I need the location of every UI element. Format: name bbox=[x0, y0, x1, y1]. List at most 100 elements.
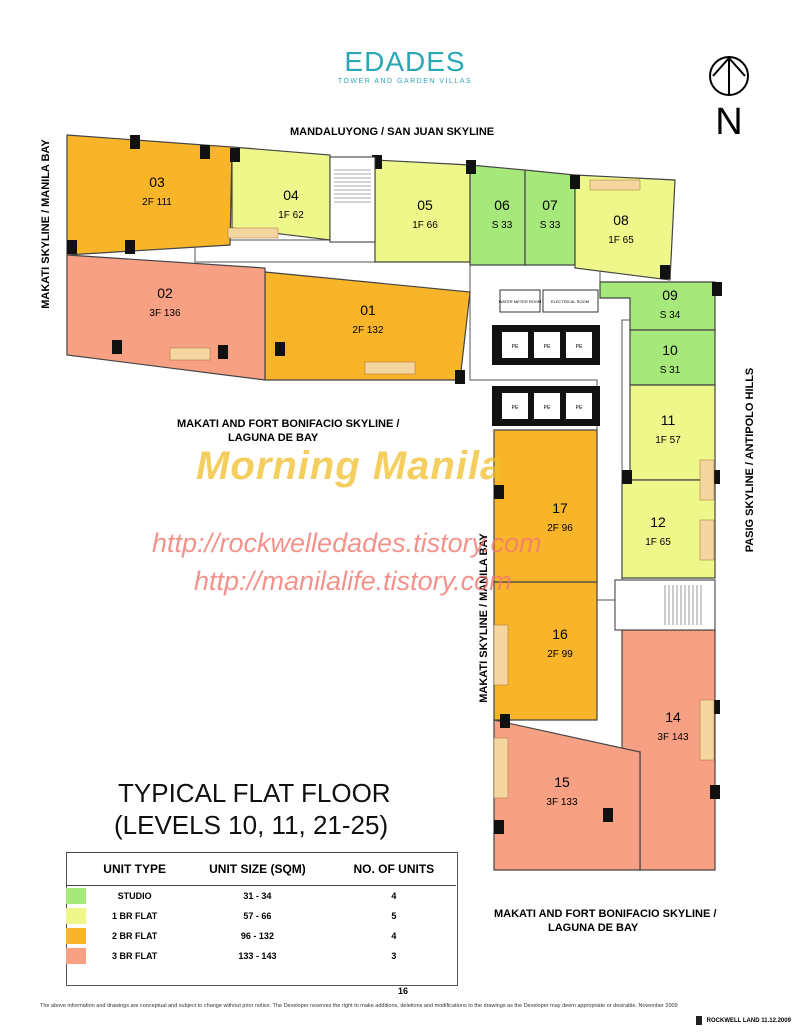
column bbox=[230, 148, 240, 162]
unit-shape bbox=[66, 134, 233, 256]
elevator-label: PE bbox=[544, 344, 551, 350]
unit-info: S 33 bbox=[492, 220, 513, 231]
column bbox=[660, 265, 670, 279]
footer-brand: ROCKWELL LAND bbox=[706, 1018, 760, 1025]
unit-number: 05 bbox=[417, 197, 433, 213]
unit-shape bbox=[469, 164, 526, 266]
water-meter-room bbox=[499, 289, 541, 313]
unit-number: 11 bbox=[661, 412, 676, 428]
unit-info: 1F 65 bbox=[645, 537, 671, 548]
elevator-label: PE bbox=[512, 344, 519, 350]
legend-swatch-3br bbox=[66, 948, 86, 964]
unit-info: S 31 bbox=[660, 365, 681, 376]
unit-shape bbox=[493, 581, 598, 721]
unit-08: 08 1F 65 bbox=[574, 174, 676, 281]
unit-info: 1F 66 bbox=[412, 220, 438, 231]
balcony bbox=[493, 737, 509, 799]
unit-number: 06 bbox=[494, 197, 510, 213]
view-label-top: MANDALUYONG / SAN JUAN SKYLINE bbox=[290, 126, 495, 138]
unit-number: 09 bbox=[662, 287, 678, 303]
floor-levels: (LEVELS 10, 11, 21-25) bbox=[114, 810, 389, 840]
legend-count: 4 bbox=[391, 931, 397, 941]
legend-header-type: UNIT TYPE bbox=[86, 852, 184, 886]
elevator-car bbox=[502, 332, 528, 358]
unit-info: 2F 132 bbox=[352, 325, 384, 336]
unit-number: 08 bbox=[613, 212, 629, 228]
view-label-bottom-line2: LAGUNA DE BAY bbox=[548, 922, 639, 934]
balcony-strip bbox=[227, 227, 279, 239]
unit-number: 12 bbox=[650, 514, 666, 530]
legend-header-count: NO. OF UNITS bbox=[331, 852, 456, 886]
elevator-bank-north: PE PE PE bbox=[492, 325, 600, 365]
elevator-label: PE bbox=[544, 405, 551, 411]
stair-frame bbox=[329, 156, 376, 243]
balcony bbox=[699, 519, 715, 561]
unit-06: 06 S 33 bbox=[469, 164, 526, 266]
stair-core-east bbox=[614, 579, 716, 631]
view-label-middle-line1: MAKATI AND FORT BONIFACIO SKYLINE / bbox=[177, 418, 400, 430]
elevator-car bbox=[566, 393, 592, 419]
column bbox=[500, 714, 510, 728]
unit-info: 1F 62 bbox=[278, 210, 304, 221]
column bbox=[622, 470, 632, 484]
legend-swatch-2br bbox=[66, 928, 86, 944]
column bbox=[372, 155, 382, 169]
unit-number: 01 bbox=[360, 302, 376, 318]
unit-info: 2F 99 bbox=[547, 649, 573, 660]
balcony bbox=[699, 699, 715, 761]
unit-info: S 33 bbox=[540, 220, 561, 231]
unit-number: 07 bbox=[542, 197, 558, 213]
unit-number: 10 bbox=[662, 342, 678, 358]
legend-total: 16 bbox=[398, 986, 409, 996]
elevator-car bbox=[534, 332, 560, 358]
elevator-label: PE bbox=[576, 344, 583, 350]
legend-type: 3 BR FLAT bbox=[111, 951, 158, 961]
column bbox=[466, 160, 476, 174]
unit-shape bbox=[493, 719, 641, 871]
legend-type: 2 BR FLAT bbox=[111, 931, 158, 941]
column bbox=[130, 135, 140, 149]
balcony-strip bbox=[699, 519, 715, 561]
unit-number: 17 bbox=[552, 500, 568, 516]
legend-swatch-1br bbox=[66, 908, 86, 924]
unit-12: 12 1F 65 bbox=[621, 479, 716, 579]
unit-number: 02 bbox=[157, 285, 173, 301]
legend-size: 133 - 143 bbox=[238, 951, 277, 961]
watermark-url-1: http://rockwelledades.tistory.com bbox=[152, 528, 542, 558]
unit-number: 14 bbox=[665, 709, 681, 725]
column bbox=[710, 785, 720, 799]
unit-10: 10 S 31 bbox=[629, 329, 716, 386]
legend-size: 96 - 132 bbox=[240, 931, 274, 941]
unit-info: 1F 65 bbox=[608, 235, 634, 246]
unit-shape bbox=[524, 169, 576, 266]
column bbox=[275, 342, 285, 356]
unit-number: 15 bbox=[554, 774, 570, 790]
unit-info: 1F 57 bbox=[655, 435, 681, 446]
balcony-strip bbox=[493, 737, 509, 799]
unit-shape bbox=[574, 174, 676, 281]
watermark-url-2: http://manilalife.tistory.com bbox=[194, 566, 512, 596]
unit-number: 16 bbox=[552, 626, 568, 642]
legend-size: 57 - 66 bbox=[243, 911, 272, 921]
logo-main-text: DADES bbox=[364, 46, 466, 77]
logo-mark: E bbox=[344, 46, 365, 77]
column bbox=[200, 145, 210, 159]
logo-subtitle: TOWER AND GARDEN VILLAS bbox=[337, 78, 473, 85]
balcony bbox=[493, 624, 509, 686]
column bbox=[603, 808, 613, 822]
unit-07: 07 S 33 bbox=[524, 169, 576, 266]
legend-row: 2 BR FLAT 96 - 132 4 bbox=[66, 926, 456, 946]
column bbox=[125, 240, 135, 254]
legend-type: STUDIO bbox=[117, 891, 152, 901]
elevator-car bbox=[566, 332, 592, 358]
view-label-middle-line2: LAGUNA DE BAY bbox=[228, 432, 319, 444]
legend-swatch-studio bbox=[66, 888, 86, 904]
unit-info: 2F 111 bbox=[142, 197, 172, 208]
